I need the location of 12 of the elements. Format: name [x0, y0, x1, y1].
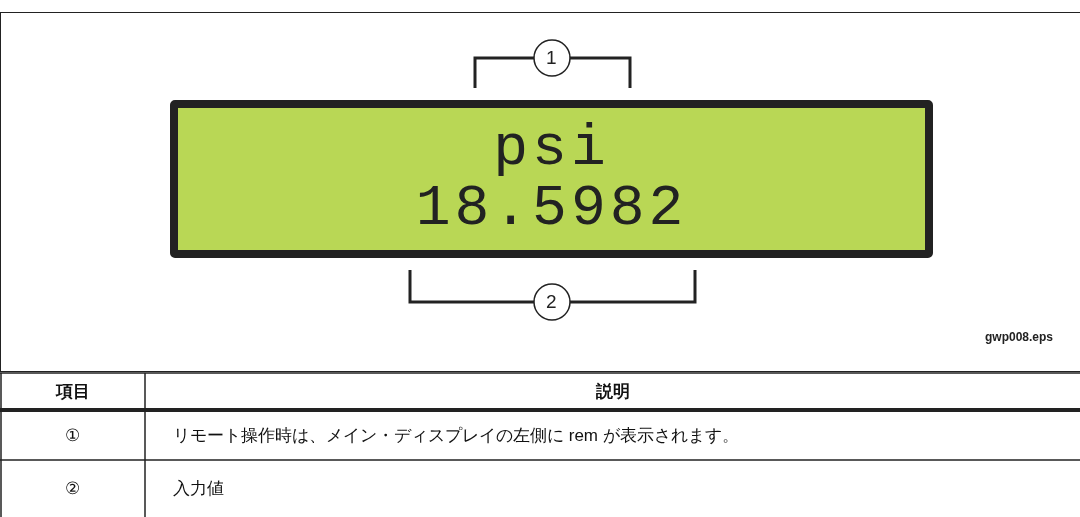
callout-number: 1: [546, 47, 557, 69]
display-reading: 18.5982: [415, 179, 688, 239]
table-header: 説明: [594, 381, 631, 403]
table-cell-text: 入力値: [173, 478, 224, 500]
table-header: 項目: [54, 381, 91, 403]
display-reading: psi: [493, 119, 610, 179]
callout-number: ②: [64, 478, 81, 500]
callout-number: 2: [546, 291, 557, 313]
file-name: gwp008.eps: [985, 330, 1054, 344]
callout-number: ①: [64, 424, 81, 447]
lcd-display: [170, 100, 933, 258]
table-cell-text: リモート操作時は、メイン・ディスプレイの左側に rem が表示されます。: [173, 424, 739, 447]
